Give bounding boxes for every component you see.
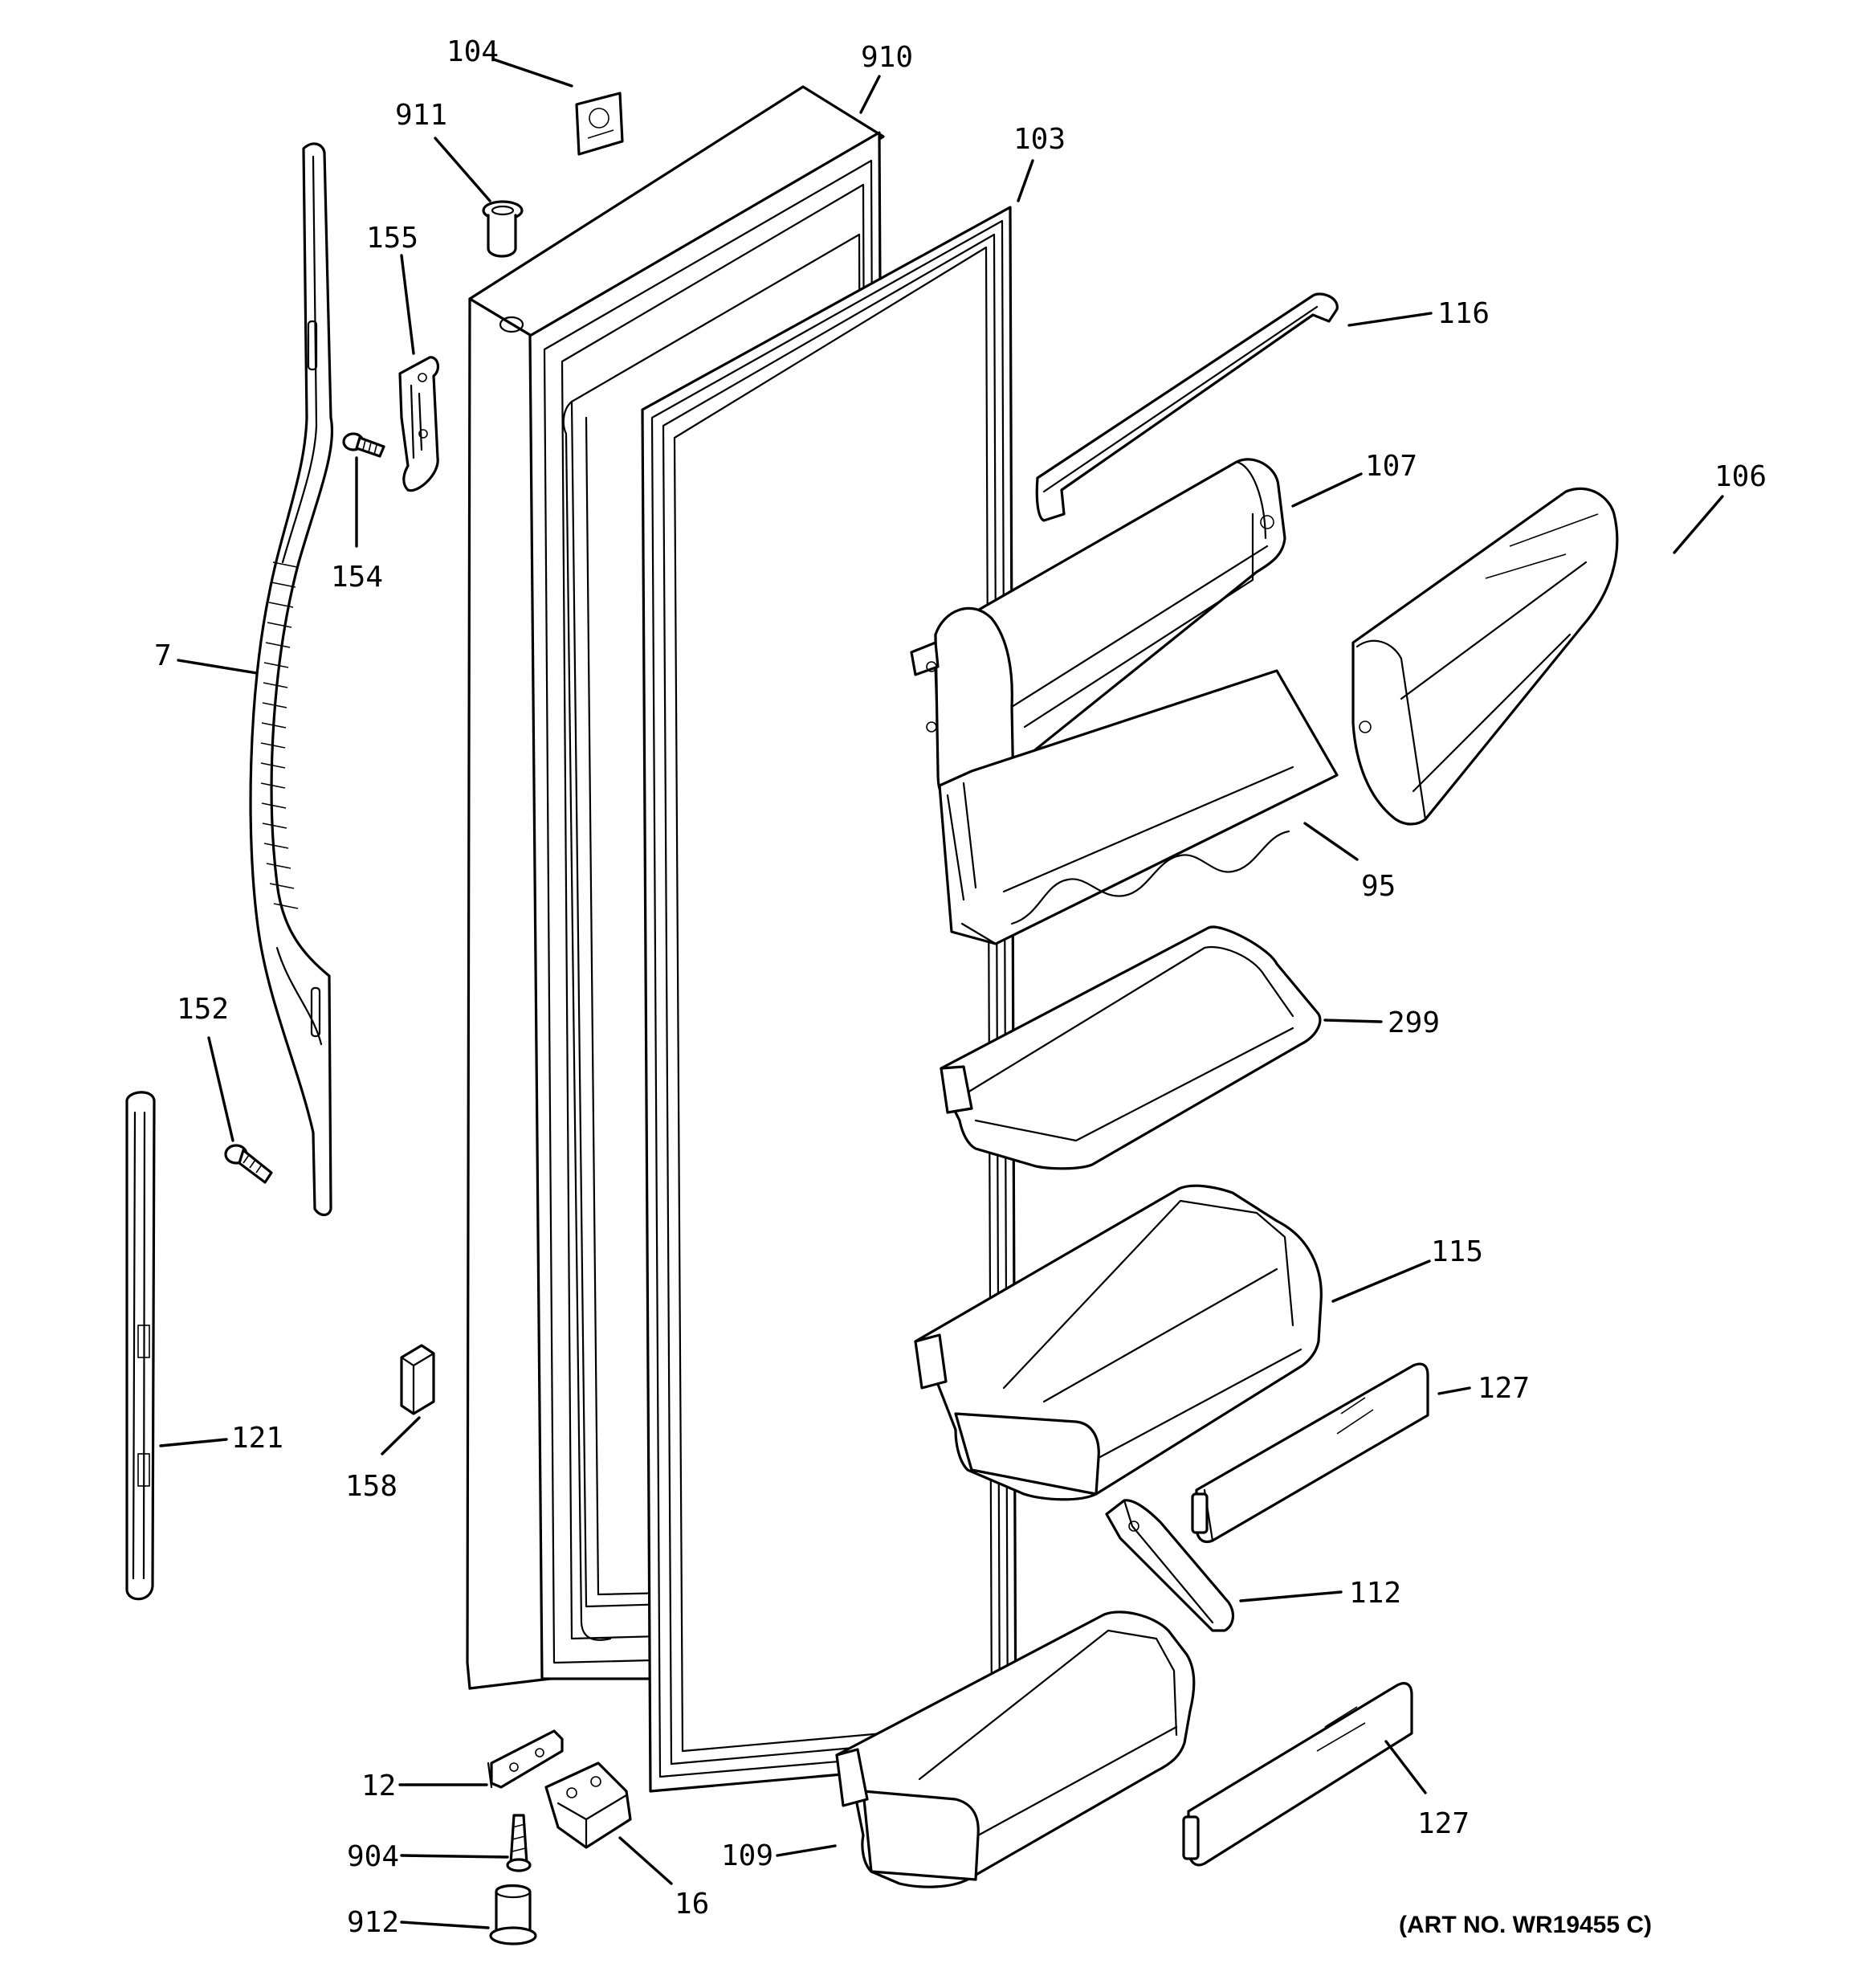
clip-158 [400,1344,435,1415]
callout-labels: 104 910 911 103 155 116 107 106 154 7 95… [154,35,1767,1939]
hinge-bracket [398,356,440,492]
callout-116: 116 [1437,297,1490,330]
leader-16 [618,1836,673,1885]
callout-911: 911 [395,99,447,132]
callout-910: 910 [861,41,913,74]
leader-7 [177,659,259,675]
callout-104: 104 [446,35,499,68]
wire-rack-95 [938,669,1339,945]
cap-911 [482,200,524,258]
door-stop-16 [544,1761,632,1849]
bushing-912 [489,1884,537,1945]
art-number: (ART NO. WR19455 C) [1399,1912,1652,1938]
callout-107: 107 [1365,450,1417,483]
leader-152 [207,1036,234,1142]
leader-106 [1673,495,1724,554]
divider-112 [1105,1499,1235,1632]
callout-16: 16 [675,1888,709,1921]
leader-127a [1437,1386,1471,1395]
hinge-12 [487,1729,564,1789]
label-plate-104 [575,92,624,156]
callout-152: 152 [177,993,229,1026]
leader-910 [859,75,881,114]
callout-112: 112 [1349,1577,1401,1610]
leader-112 [1239,1590,1343,1602]
leader-299 [1323,1018,1383,1023]
leader-lines [159,58,1724,1929]
leader-116 [1347,312,1433,327]
leader-104 [492,58,573,88]
leader-127b [1384,1740,1427,1794]
screw-904 [506,1814,532,1872]
handle-trim [125,1091,156,1601]
bin-cover-127-upper [1191,1362,1429,1544]
leader-904 [400,1854,509,1859]
leader-107 [1291,472,1363,508]
callout-95: 95 [1361,870,1396,903]
screw-152 [224,1144,273,1184]
leader-121 [159,1438,228,1447]
callout-155: 155 [366,222,418,255]
callout-109: 109 [721,1839,773,1872]
callout-127-upper: 127 [1478,1372,1530,1405]
door-bin-115 [914,1184,1323,1501]
leader-155 [400,254,415,355]
leader-95 [1303,822,1359,861]
callout-154: 154 [331,561,383,594]
door-handle [249,142,334,1217]
door-bin-107 [910,458,1286,797]
door-bin-299 [940,925,1322,1170]
leader-115 [1331,1259,1431,1303]
callout-127-lower: 127 [1417,1807,1470,1840]
callout-106: 106 [1714,460,1767,493]
leader-109 [776,1844,837,1857]
leader-911 [434,137,491,202]
callout-115: 115 [1431,1235,1483,1268]
door-bin-109 [835,1610,1196,1888]
leader-158 [381,1416,421,1455]
bin-cover-116 [1035,292,1339,522]
screw-154 [342,432,385,458]
callout-12: 12 [361,1770,396,1802]
callout-103: 103 [1013,123,1066,156]
leader-912 [400,1921,490,1929]
callout-7: 7 [154,639,172,672]
door-shelf-106 [1351,487,1619,826]
bin-cover-127-lower [1182,1682,1413,1867]
callout-121: 121 [231,1422,283,1455]
leader-103 [1017,159,1034,202]
handle-grip-ribs [260,561,299,909]
callout-299: 299 [1388,1006,1440,1039]
door-gasket [641,206,1017,1793]
callout-904: 904 [347,1840,399,1873]
callout-912: 912 [347,1906,399,1939]
callout-158: 158 [345,1470,397,1503]
